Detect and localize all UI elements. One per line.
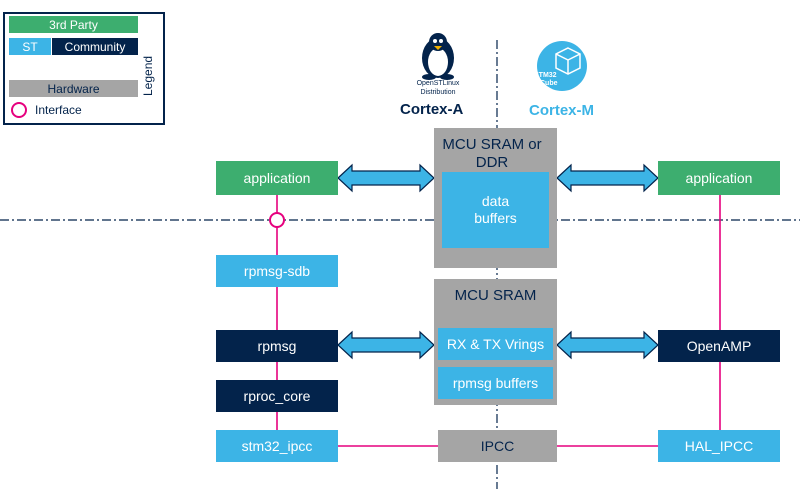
cortex-m-label: Cortex-M (529, 102, 595, 119)
stm32cube-icon (537, 41, 587, 91)
openamp-box: OpenAMP (658, 330, 780, 362)
rproc-core-box: rproc_core (216, 380, 338, 412)
cube-logo-text: Cube (540, 80, 558, 87)
arrow-vrings-to-openamp (556, 330, 659, 360)
stm32-ipcc-box: stm32_ipcc (216, 430, 338, 462)
arrow-rpmsg-to-vrings (337, 330, 435, 360)
cortex-a-header: OpenSTLinux Distribution Cortex-A (395, 30, 481, 124)
legend-hardware: Hardware (9, 80, 138, 97)
legend-community: Community (52, 38, 138, 55)
rx-tx-vrings-box: RX & TX Vrings (438, 328, 553, 360)
arrow-app-to-shared (337, 163, 435, 193)
data-buffers-box: data buffers (442, 172, 549, 248)
cortex-a-label: Cortex-A (400, 101, 464, 118)
rpmsg-sdb-box: rpmsg-sdb (216, 255, 338, 287)
rpmsg-buffers-box: rpmsg buffers (438, 367, 553, 399)
legend-interface-label: Interface (35, 103, 82, 117)
mcu-sram-title: MCU SRAM (454, 287, 537, 304)
ipcc-box: IPCC (438, 430, 557, 462)
hal-ipcc-box: HAL_IPCC (658, 430, 780, 462)
rpmsg-box: rpmsg (216, 330, 338, 362)
cortex-m-header: STM32 Cube Cortex-M (520, 38, 610, 124)
mcu-application-box: application (658, 161, 780, 195)
openstlinux-text: OpenSTLinux (416, 80, 460, 87)
tux-penguin-icon (422, 33, 454, 80)
legend-interface-icon (11, 102, 27, 118)
distribution-text: Distribution (420, 89, 456, 96)
arrow-shared-to-m-app (556, 163, 659, 193)
mcu-sram-or-ddr-title: MCU SRAM or DDR (442, 136, 542, 171)
legend-st: ST (9, 38, 51, 55)
legend: 3rd Party ST Community Hardware Interfac… (3, 12, 165, 125)
stm32-logo-text: STM32 (534, 72, 557, 79)
legend-title: Legend (141, 55, 155, 96)
legend-third-party: 3rd Party (9, 16, 138, 33)
mcu-sram-or-ddr-region: MCU SRAM or DDR data buffers (434, 128, 557, 268)
mcu-sram-region: MCU SRAM RX & TX Vrings rpmsg buffers (434, 279, 557, 405)
linux-application-box: application (216, 161, 338, 195)
interface-marker (269, 212, 285, 228)
